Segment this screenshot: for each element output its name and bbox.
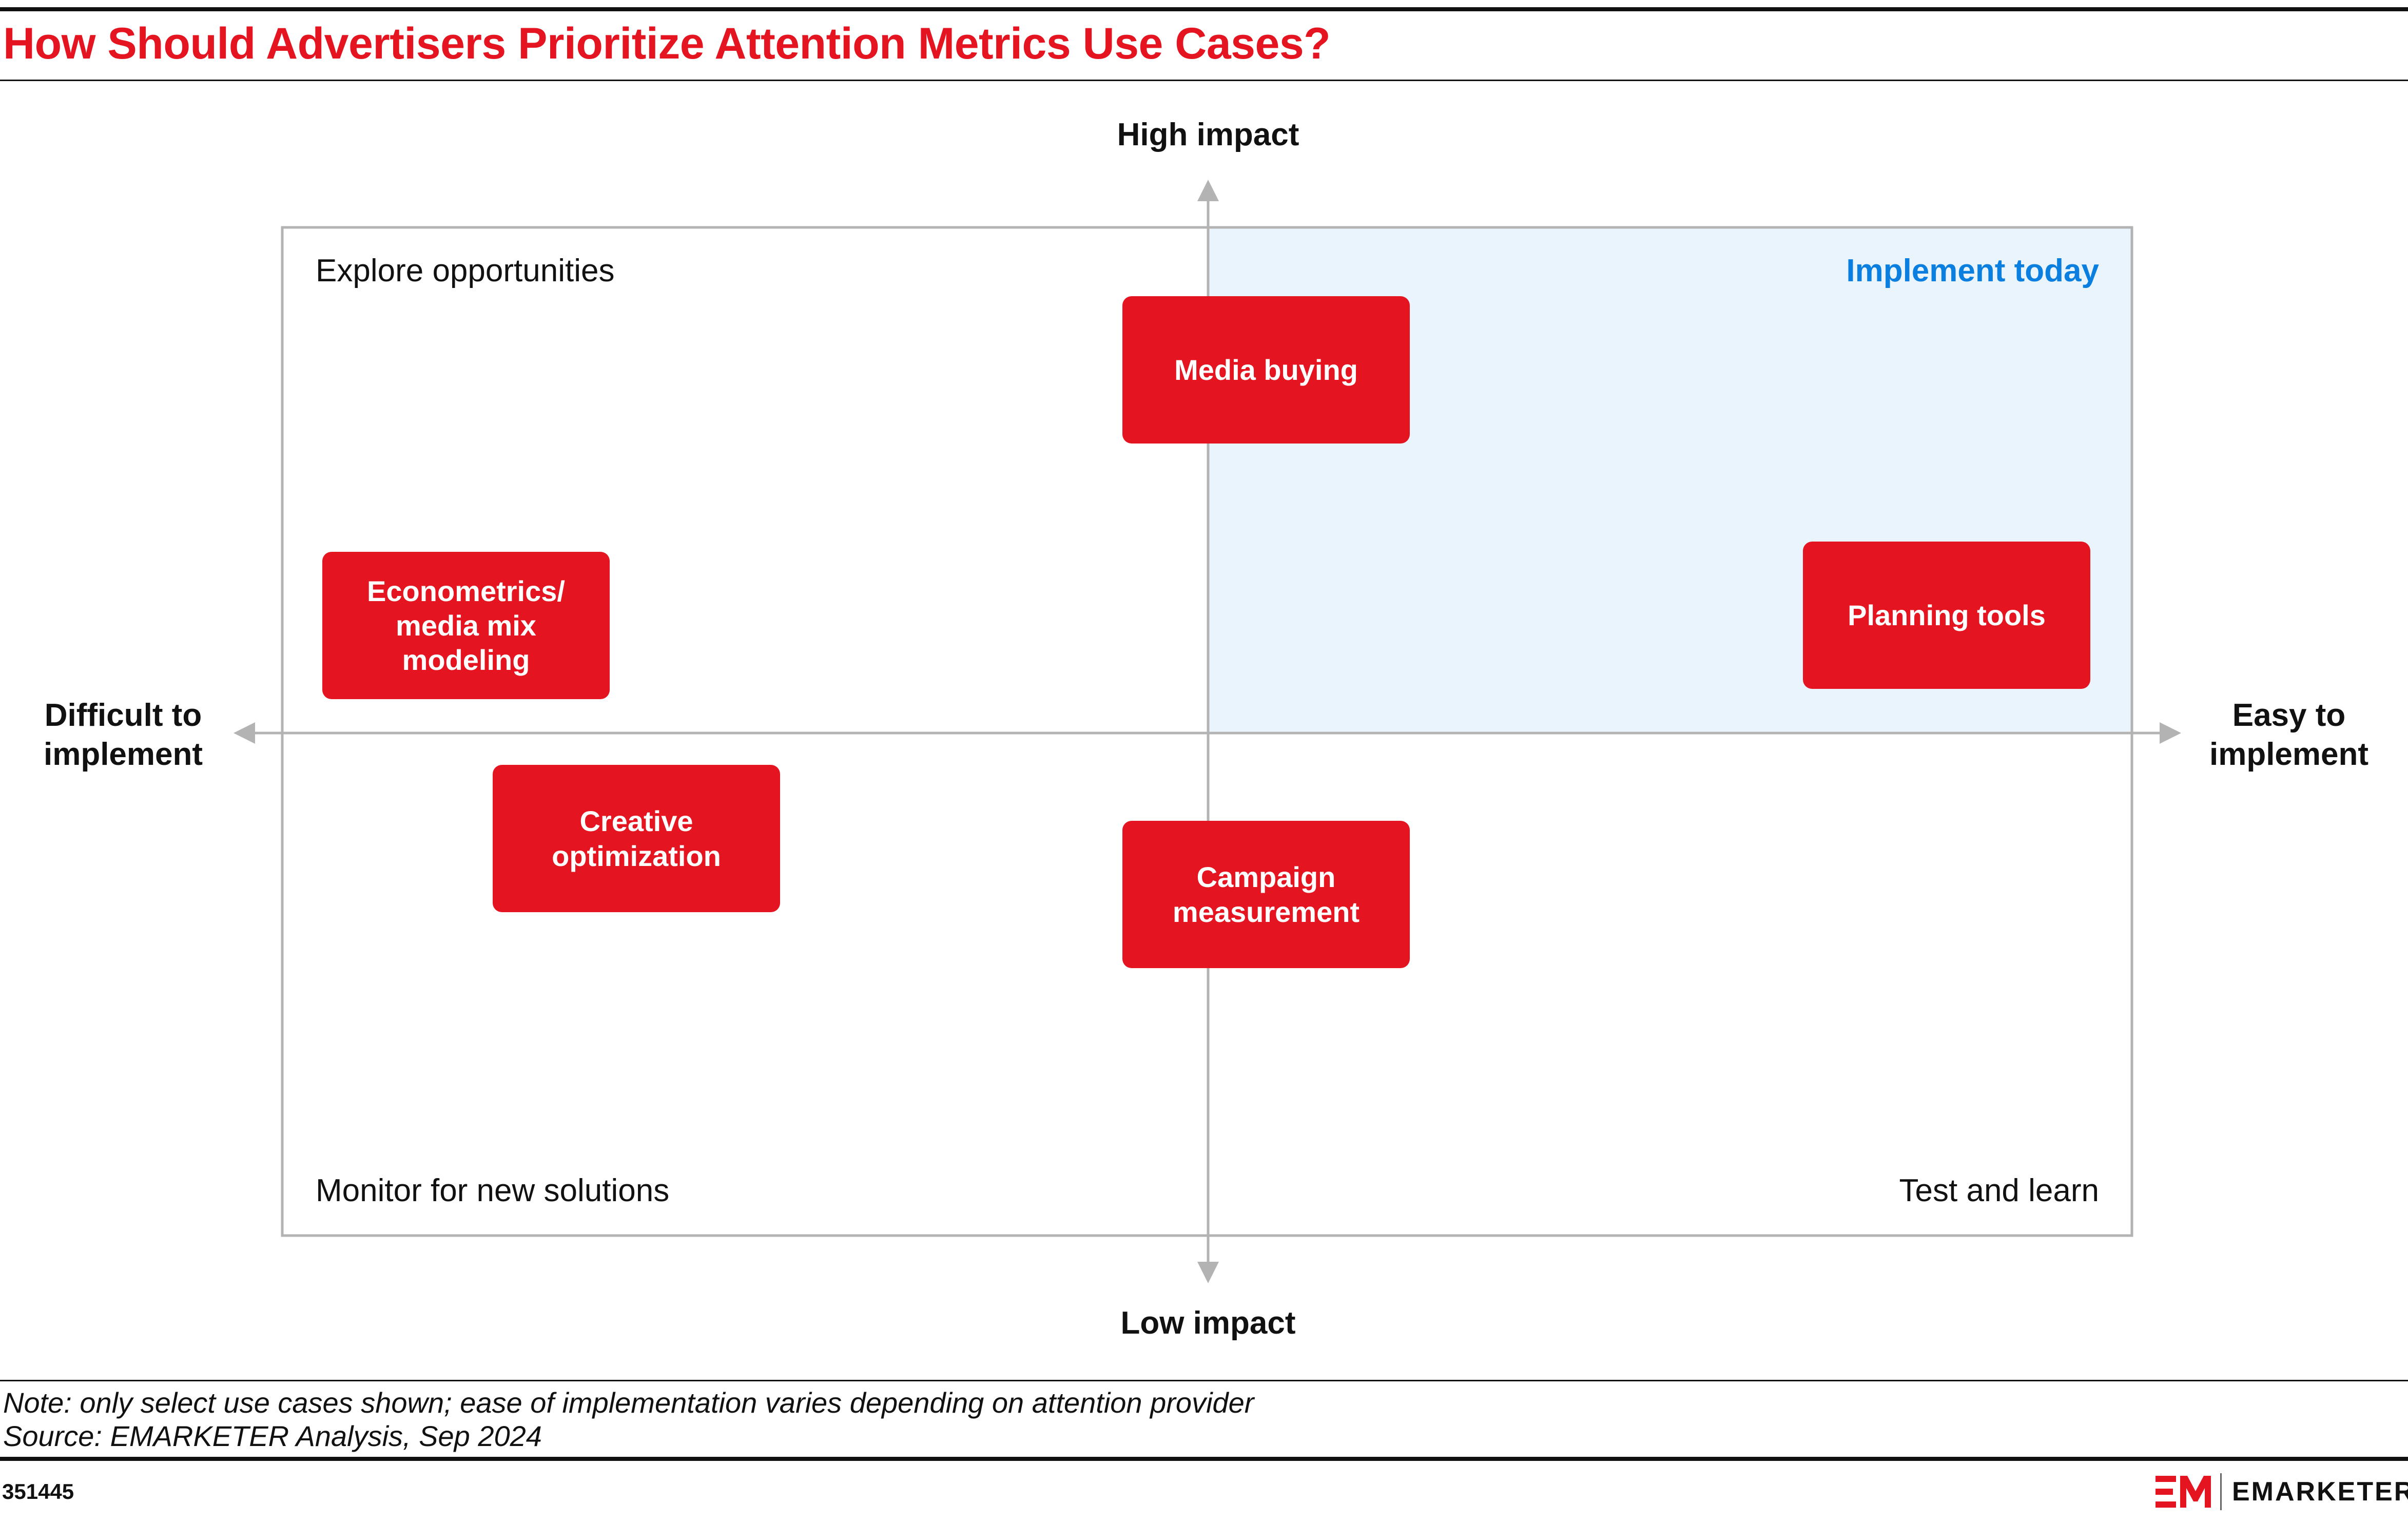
footer-rule xyxy=(0,1380,2408,1381)
quadrant-label-monitor-for-new-solutions: Monitor for new solutions xyxy=(316,1173,670,1208)
quadrant-label-implement-today: Implement today xyxy=(1846,253,2099,288)
brand-name: EMARKETER xyxy=(2232,1477,2408,1507)
axis-label-difficult-to-implement: Difficult to implement xyxy=(43,698,203,772)
use-case-creative-optimization: Creative optimization xyxy=(493,765,780,912)
use-case-campaign-measurement: Campaign measurement xyxy=(1122,821,1410,968)
axis-label-high-impact: High impact xyxy=(1117,117,1299,152)
footnote-source: Source: EMARKETER Analysis, Sep 2024 xyxy=(3,1420,542,1452)
use-case-label: Media buying xyxy=(1174,353,1358,386)
chart-id: 351445 xyxy=(2,1479,74,1504)
arrow-left-icon xyxy=(234,722,255,744)
brand-logo: EMARKETER xyxy=(2155,1471,2408,1512)
use-case-label: Econometrics/ media mix modeling xyxy=(367,574,565,677)
axis-label-easy-to-implement: Easy to implement xyxy=(2209,698,2369,772)
top-rule xyxy=(0,7,2408,11)
bottom-rule xyxy=(0,1457,2408,1461)
use-case-label: Planning tools xyxy=(1848,599,2046,631)
title-rule xyxy=(0,80,2408,81)
em-logo-icon xyxy=(2155,1476,2211,1508)
footnote-note: Note: only select use cases shown; ease … xyxy=(3,1386,1254,1419)
use-case-econometrics-media-mix-modeling: Econometrics/ media mix modeling xyxy=(322,552,610,699)
brand-divider xyxy=(2220,1473,2222,1510)
quadrant-label-explore-opportunities: Explore opportunities xyxy=(316,253,615,288)
axis-label-low-impact: Low impact xyxy=(1120,1305,1296,1341)
quadrant-label-test-and-learn: Test and learn xyxy=(1899,1173,2099,1208)
arrow-up-icon xyxy=(1197,180,1219,201)
use-case-label: Campaign measurement xyxy=(1172,861,1360,928)
use-case-media-buying: Media buying xyxy=(1122,296,1410,444)
arrow-down-icon xyxy=(1197,1262,1219,1283)
use-case-label: Creative optimization xyxy=(552,805,721,872)
use-case-planning-tools: Planning tools xyxy=(1803,542,2090,689)
page-title: How Should Advertisers Prioritize Attent… xyxy=(3,19,1331,68)
